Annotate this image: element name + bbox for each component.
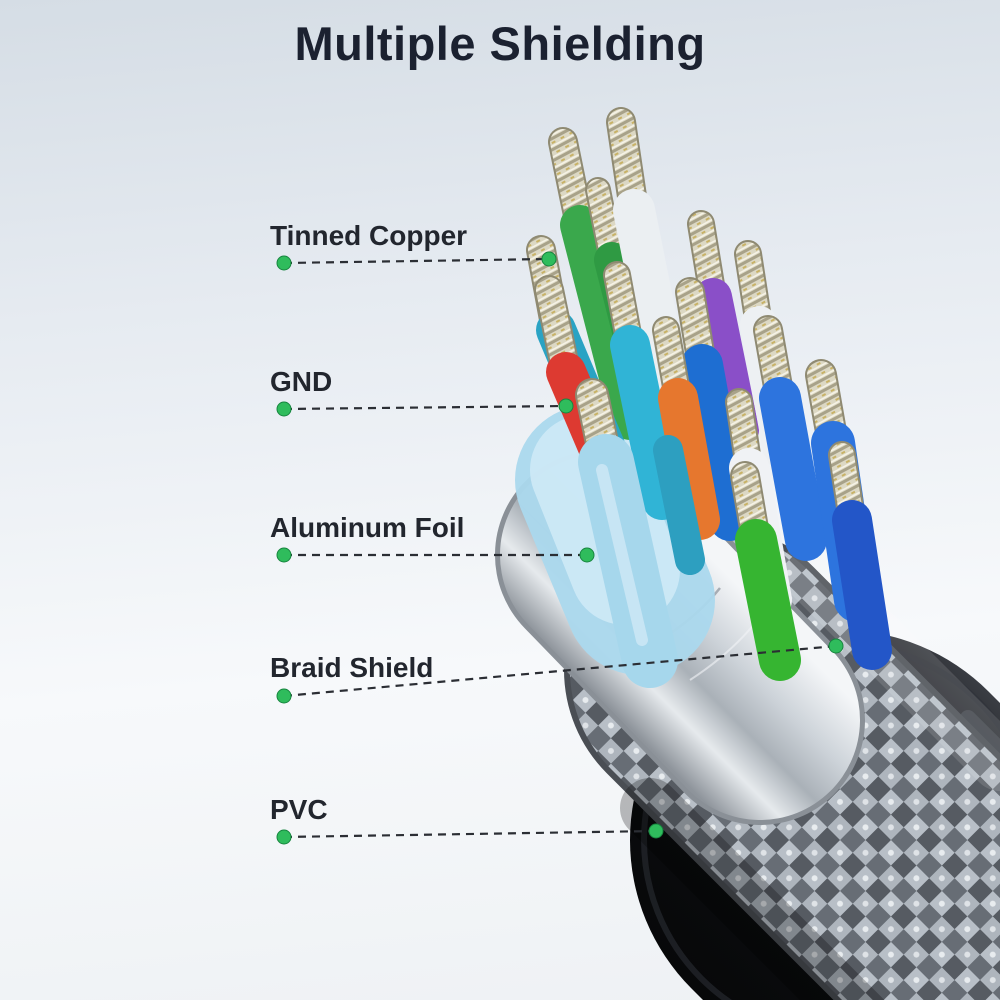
tinned-copper-dot-start xyxy=(276,255,292,271)
callout-aluminum-foil xyxy=(276,547,595,563)
callout-tinned-copper xyxy=(276,251,557,271)
wire-royal-blue xyxy=(753,315,827,561)
aluminum-foil-dot-start xyxy=(276,547,292,563)
tinned-copper-dot-end xyxy=(541,251,557,267)
wire-bright-green xyxy=(730,461,801,681)
callout-braid-shield xyxy=(276,638,844,704)
tinned-copper-line xyxy=(283,257,550,265)
braid-shield-dot-start xyxy=(276,688,292,704)
gnd-dot-start xyxy=(276,401,292,417)
pvc-dot-start xyxy=(276,829,292,845)
wire-cyan xyxy=(603,261,682,520)
callout-lines xyxy=(276,251,844,845)
wire-sky-blue xyxy=(575,378,678,688)
wire-blue-1 xyxy=(675,277,751,541)
callout-gnd xyxy=(276,398,574,417)
aluminum-foil-dot-end xyxy=(579,547,595,563)
wire-bundle xyxy=(526,107,892,688)
label-gnd: GND xyxy=(270,366,333,397)
pvc-dot-end xyxy=(648,823,664,839)
pvc-line xyxy=(283,829,657,839)
gnd-dot-end xyxy=(558,398,574,414)
gnd-line xyxy=(283,404,567,411)
page-title: Multiple Shielding xyxy=(294,17,706,70)
callout-pvc xyxy=(276,823,664,845)
wire-teal-2 xyxy=(653,435,705,575)
label-tinned-copper: Tinned Copper xyxy=(270,220,468,251)
braid-shield-dot-end xyxy=(828,638,844,654)
wire-dark-blue xyxy=(828,441,892,670)
wire-orange xyxy=(652,316,720,540)
label-braid-shield: Braid Shield xyxy=(270,652,434,683)
label-aluminum-foil: Aluminum Foil xyxy=(270,512,465,543)
label-pvc: PVC xyxy=(270,794,328,825)
